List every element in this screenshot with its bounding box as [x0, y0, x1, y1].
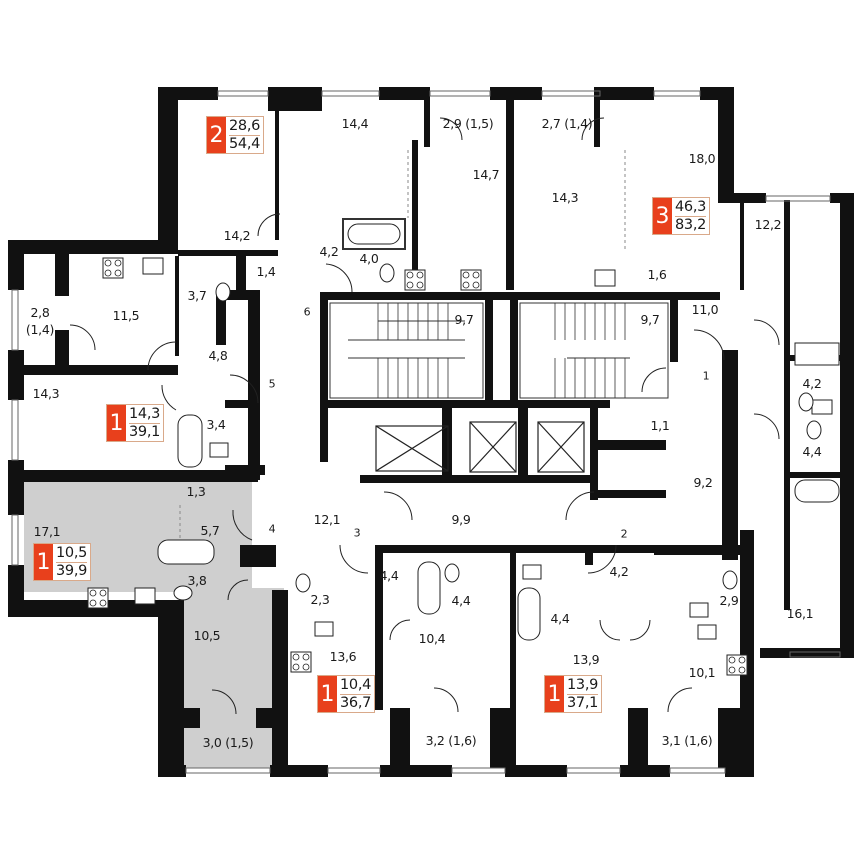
room-area-label: 10,5: [193, 627, 221, 643]
apartment-badge[interactable]: 1 13,9 37,1: [544, 675, 603, 713]
room-area-label: 9,7: [640, 311, 660, 327]
room-area-label: 10,4: [418, 630, 446, 646]
room-area-label: 4,0: [359, 250, 379, 266]
room-count: 1: [545, 676, 564, 712]
elevator-icon: [375, 421, 585, 473]
room-area-label: 14,7: [472, 166, 500, 182]
room-area-label: 14,2: [223, 227, 251, 243]
room-area-label: 9,9: [451, 511, 471, 527]
room-area-label: 13,9: [572, 651, 600, 667]
living-area: 10,5: [56, 544, 88, 563]
room-area-label: 4,2: [609, 563, 629, 579]
stair-steps: [377, 303, 626, 398]
corridor-number-label: 1: [702, 369, 710, 383]
room-area-label: 17,1: [33, 523, 61, 539]
room-area-label: 14,3: [551, 189, 579, 205]
room-count: 1: [318, 676, 337, 712]
highlighted-apartment-fill: [24, 480, 284, 768]
balcony-area-label: 3,1 (1,6): [661, 732, 713, 748]
corridor-number-label: 3: [353, 526, 361, 540]
living-area: 28,6: [229, 117, 261, 136]
room-area-label: 1,4: [256, 263, 276, 279]
apartment-badge[interactable]: 1 10,4 36,7: [317, 675, 376, 713]
balcony-area-sub-label: (1,4): [25, 321, 55, 337]
balcony-area-label: 2,8: [30, 304, 50, 320]
room-count: 1: [107, 405, 126, 441]
room-area-label: 4,4: [550, 610, 570, 626]
room-area-label: 3,4: [206, 416, 226, 432]
total-area: 39,1: [129, 423, 161, 440]
total-area: 39,9: [56, 562, 88, 579]
total-area: 36,7: [340, 694, 372, 711]
room-area-label: 9,7: [454, 311, 474, 327]
stove-icon: [87, 257, 748, 676]
room-area-label: 2,3: [310, 591, 330, 607]
total-area: 83,2: [675, 216, 707, 233]
bathtub-icon: [157, 218, 840, 641]
corridor-number-label: 2: [620, 527, 628, 541]
room-area-label: 3,8: [187, 572, 207, 588]
living-area: 46,3: [675, 198, 707, 217]
room-count: 3: [653, 198, 672, 234]
balcony-area-label: 3,2 (1,6): [425, 732, 477, 748]
room-area-label: 4,8: [208, 347, 228, 363]
room-area-label: 14,4: [341, 115, 369, 131]
corridor-number-label: 6: [303, 305, 311, 319]
living-area: 13,9: [567, 676, 599, 695]
balcony-area-label: 3,0 (1,5): [202, 734, 254, 750]
room-area-label: 4,4: [802, 443, 822, 459]
walls: [8, 87, 854, 777]
room-count: 1: [34, 544, 53, 580]
room-area-label: 1,3: [186, 483, 206, 499]
room-area-label: 3,7: [187, 287, 207, 303]
room-area-label: 4,4: [379, 567, 399, 583]
room-area-label: 4,4: [451, 592, 471, 608]
room-area-label: 5,7: [200, 522, 220, 538]
room-area-label: 13,6: [329, 648, 357, 664]
total-area: 54,4: [229, 135, 261, 152]
room-area-label: 14,3: [32, 385, 60, 401]
apartment-badge[interactable]: 3 46,3 83,2: [652, 197, 711, 235]
living-area: 10,4: [340, 676, 372, 695]
room-area-label: 11,5: [112, 307, 140, 323]
balcony-area-label: 2,7 (1,4): [541, 115, 593, 131]
sink-icon: [134, 257, 833, 640]
apartment-badge[interactable]: 2 28,6 54,4: [206, 116, 265, 154]
door-swing-icon: [69, 117, 780, 715]
room-area-label: 4,2: [319, 243, 339, 259]
room-area-label: 18,0: [688, 150, 716, 166]
room-area-label: 1,6: [647, 266, 667, 282]
room-area-label: 9,2: [693, 474, 713, 490]
total-area: 37,1: [567, 694, 599, 711]
room-area-label: 12,2: [754, 216, 782, 232]
room-area-label: 10,1: [688, 664, 716, 680]
stairs-icon: [329, 302, 669, 399]
room-area-label: 16,1: [786, 605, 814, 621]
room-area-label: 2,9: [719, 592, 739, 608]
living-area: 14,3: [129, 405, 161, 424]
apartment-badge[interactable]: 1 14,3 39,1: [106, 404, 165, 442]
apartment-badge[interactable]: 1 10,5 39,9: [33, 543, 92, 581]
room-area-label: 4,2: [802, 375, 822, 391]
room-area-label: 1,1: [650, 417, 670, 433]
room-count: 2: [207, 117, 226, 153]
corridor-number-label: 4: [268, 522, 276, 536]
balcony-area-label: 2,9 (1,5): [442, 115, 494, 131]
windows: [11, 90, 841, 774]
corridor-number-label: 5: [268, 377, 276, 391]
room-area-label: 11,0: [691, 301, 719, 317]
room-area-label: 12,1: [313, 511, 341, 527]
toilet-icon: [173, 263, 822, 601]
